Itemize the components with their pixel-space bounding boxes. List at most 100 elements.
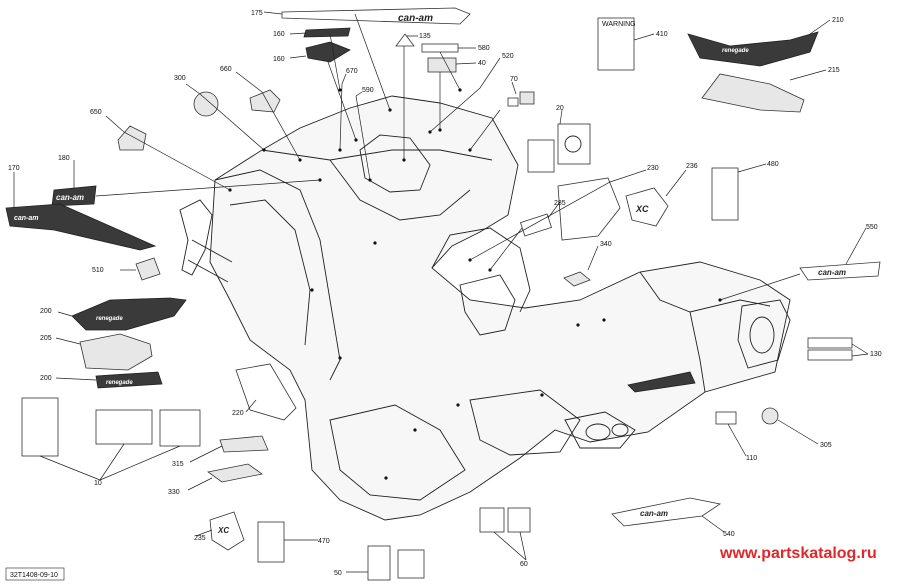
hood-line xyxy=(261,149,493,161)
callout-205: 205 xyxy=(40,335,52,342)
rear-rack-mat xyxy=(627,371,696,393)
callout-580: 580 xyxy=(478,45,490,52)
decal-110 xyxy=(715,411,737,425)
decal-20b xyxy=(557,123,591,165)
decal-50a xyxy=(367,545,391,581)
decal-410 xyxy=(597,17,635,71)
decal-210-text: renegade xyxy=(722,48,749,54)
decal-60a xyxy=(479,507,505,533)
callout-315: 315 xyxy=(172,461,184,468)
decal-305 xyxy=(761,407,779,425)
decal-550 xyxy=(799,261,881,281)
rear-light-lens xyxy=(749,316,775,354)
decal-175-text: can-am xyxy=(398,13,433,24)
decal-215 xyxy=(701,73,805,113)
decal-10c xyxy=(159,409,201,447)
callout-130: 130 xyxy=(870,351,882,358)
decal-410-text: WARNING xyxy=(602,21,636,28)
callout-660: 660 xyxy=(220,66,232,73)
seat-base xyxy=(459,274,516,336)
callout-200b: 200 xyxy=(40,375,52,382)
callout-170: 170 xyxy=(8,165,20,172)
callout-70: 70 xyxy=(510,76,518,83)
decal-470 xyxy=(257,521,285,563)
decal-480 xyxy=(711,167,739,221)
callout-520: 520 xyxy=(502,53,514,60)
callout-550: 550 xyxy=(866,224,878,231)
decal-205 xyxy=(79,333,153,371)
callout-110: 110 xyxy=(746,455,757,462)
decal-10b xyxy=(95,409,153,445)
decal-510 xyxy=(135,257,161,281)
callout-180: 180 xyxy=(58,155,70,162)
decal-160a xyxy=(303,27,351,38)
hood-center xyxy=(329,159,471,221)
decal-130a xyxy=(807,337,853,349)
decal-650 xyxy=(117,125,147,151)
callout-200a: 200 xyxy=(40,308,52,315)
decal-70b xyxy=(519,91,535,105)
callout-215: 215 xyxy=(828,67,840,74)
decal-200b-text: renegade xyxy=(106,380,133,386)
decal-60b xyxy=(507,507,531,533)
decals: can-am WARNING renegade can-am xyxy=(5,7,881,581)
decal-200a-text: renegade xyxy=(96,316,123,322)
front-fender-left xyxy=(214,169,341,381)
callout-540: 540 xyxy=(723,531,735,538)
front-bumper xyxy=(179,199,213,276)
decal-300 xyxy=(193,91,219,117)
decal-200b xyxy=(95,371,163,389)
callout-470: 470 xyxy=(318,538,330,545)
decal-160b xyxy=(305,41,351,63)
side-step-hole-a xyxy=(585,423,611,441)
callout-40: 40 xyxy=(478,60,486,67)
decal-220 xyxy=(235,363,297,421)
vehicle-body xyxy=(179,95,791,521)
decal-235 xyxy=(209,511,245,551)
callout-10: 10 xyxy=(94,480,102,487)
callout-160a: 160 xyxy=(273,31,285,38)
decal-540 xyxy=(611,497,722,527)
callout-305: 305 xyxy=(820,442,832,449)
side-step-hole-b xyxy=(611,423,629,437)
front-fender-inner xyxy=(229,199,311,346)
decal-580 xyxy=(421,43,459,53)
decal-210 xyxy=(687,31,819,67)
callout-340: 340 xyxy=(600,241,612,248)
seat-tunnel xyxy=(431,227,531,313)
callout-135: 135 xyxy=(419,33,431,40)
rear-fender xyxy=(639,271,771,393)
decal-170-text: can-am xyxy=(14,215,39,222)
callout-50: 50 xyxy=(334,570,342,577)
callout-670: 670 xyxy=(346,68,358,75)
decal-540-text: can-am xyxy=(640,509,668,518)
decal-340 xyxy=(563,271,591,287)
callout-235: 235 xyxy=(194,535,206,542)
decal-175 xyxy=(281,7,471,25)
decal-70a xyxy=(507,97,519,107)
footwell-left xyxy=(329,404,466,501)
callout-590: 590 xyxy=(362,87,374,94)
decal-200a xyxy=(71,297,187,331)
reference-code-box xyxy=(5,567,65,581)
decal-40 xyxy=(427,57,457,73)
reference-dots xyxy=(228,88,722,480)
decal-10a xyxy=(21,397,59,457)
decal-330 xyxy=(207,463,263,483)
leader-lines xyxy=(13,11,869,573)
bumper-bar xyxy=(187,239,233,283)
footwell-right xyxy=(469,389,581,456)
callout-285: 285 xyxy=(554,200,566,207)
decal-20b-icon xyxy=(564,135,582,153)
decal-315 xyxy=(219,435,269,453)
body-outline xyxy=(209,95,791,521)
callout-210: 210 xyxy=(832,17,844,24)
callout-175: 175 xyxy=(251,10,263,17)
decal-180 xyxy=(51,185,97,207)
decal-180-text: can-am xyxy=(56,193,84,202)
decal-235-text: XC xyxy=(217,526,229,535)
callout-60: 60 xyxy=(520,561,528,568)
rear-light xyxy=(737,299,791,369)
decal-236-text: XC xyxy=(635,204,649,214)
